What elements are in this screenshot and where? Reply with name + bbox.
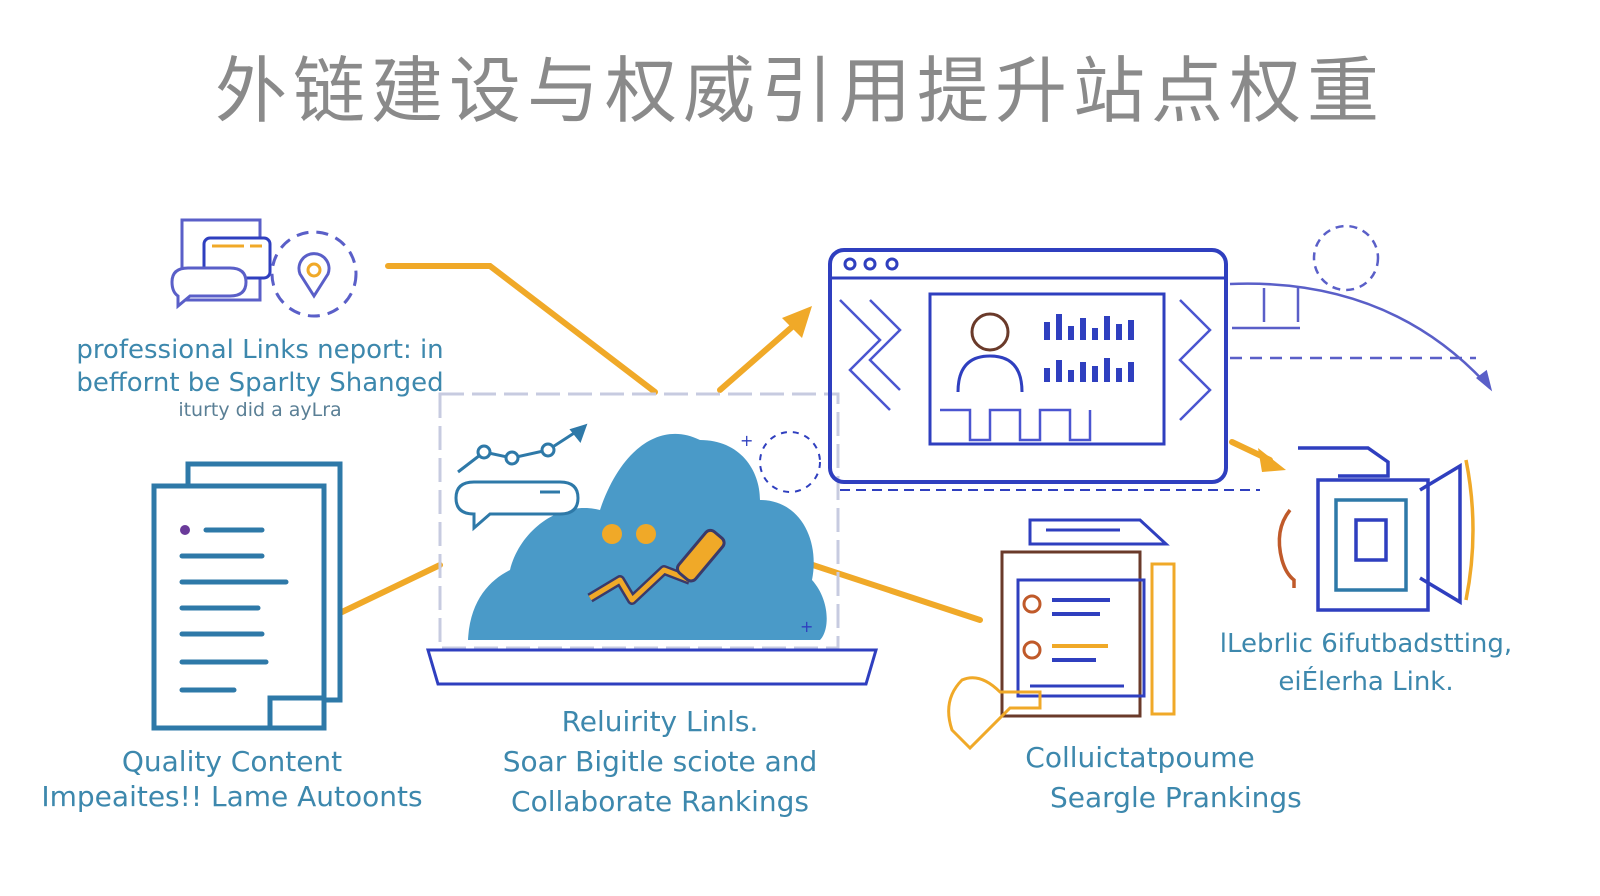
clipboard-resume-icon — [947, 518, 1176, 751]
browser-window-illustration — [828, 248, 1260, 491]
caption-center-line3: Collaborate Rankings — [511, 784, 809, 818]
caption-top-left-line3: iturty did a ayLra — [178, 399, 342, 421]
caption-top-left-line1: professional Links neport: in — [76, 335, 444, 365]
arrow-right-head — [1258, 448, 1286, 472]
caption-center-line1: Reluirity Linls. — [561, 705, 759, 738]
svg-text:+: + — [740, 431, 753, 450]
caption-bottom-right: Colluictatpoume Seargle Prankings — [990, 738, 1302, 818]
link-handshake-icon — [1277, 446, 1475, 612]
laptop-cloud-illustration: + + — [425, 392, 879, 686]
caption-top-left-line2: beffornt be Sparlty Shanged — [76, 367, 444, 398]
caption-right-line2: eiÉlerha Link. — [1278, 666, 1454, 697]
arrow-up-line — [717, 317, 803, 393]
caption-bottom-left: Quality Content Impeaites!! Lame Autoont… — [22, 744, 442, 814]
caption-right: lLebrlic 6ifutbadstting, eiÉlerha Link. — [1196, 626, 1536, 701]
caption-right-line1: lLebrlic 6ifutbadstting, — [1219, 629, 1513, 659]
connector-top — [385, 263, 658, 395]
caption-bottom-right-line1: Colluictatpoume — [1025, 741, 1255, 774]
dashed-flow-arrows — [1229, 224, 1493, 392]
caption-bottom-left-line2: Impeaites!! Lame Autoonts — [41, 780, 423, 813]
document-icon — [151, 461, 343, 731]
svg-text:+: + — [800, 617, 813, 636]
caption-center-line2: Soar Bigitle sciote and — [502, 744, 818, 778]
caption-bottom-left-line1: Quality Content — [121, 745, 343, 778]
chat-location-icon — [170, 218, 358, 318]
caption-bottom-right-line2: Seargle Prankings — [1050, 780, 1302, 814]
caption-top-left: professional Links neport: in beffornt b… — [40, 334, 480, 423]
arrow-up-head — [782, 306, 812, 338]
page-title: 外链建设与权威引用提升站点权重 — [214, 49, 1385, 133]
caption-center: Reluirity Linls. Soar Bigitle sciote and… — [460, 702, 860, 821]
connector-left — [339, 562, 443, 615]
